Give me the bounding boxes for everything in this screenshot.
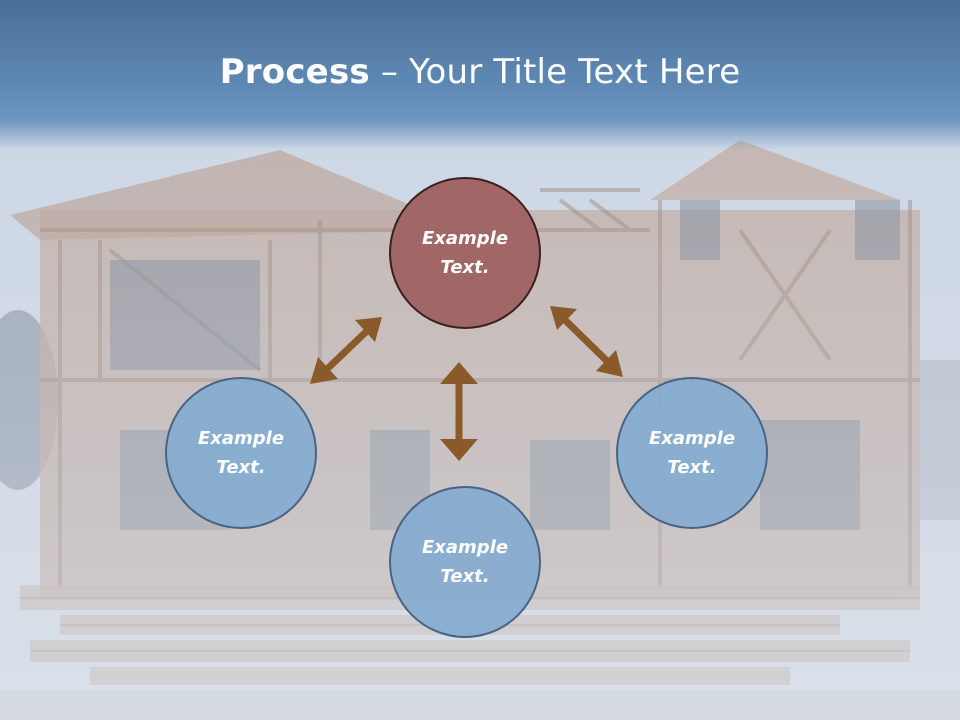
- arrow-center-to-bottom: [440, 362, 478, 461]
- node-right-line2: Text.: [667, 457, 717, 478]
- arrow-center-to-left: [310, 317, 382, 384]
- title-band: [0, 0, 960, 150]
- slide-title: Process – Your Title Text Here: [0, 52, 960, 92]
- node-left-line2: Text.: [216, 457, 266, 478]
- node-left-line1: Example: [197, 428, 285, 449]
- node-center-line1: Example: [421, 228, 509, 249]
- title-subtext: – Your Title Text Here: [369, 52, 741, 92]
- node-center-line2: Text.: [440, 257, 490, 278]
- title-bold-word: Process: [219, 52, 370, 92]
- node-right-line1: Example: [648, 428, 736, 449]
- node-bottom-line2: Text.: [440, 566, 490, 587]
- arrow-center-to-right: [550, 306, 623, 377]
- node-bottom-line1: Example: [421, 537, 509, 558]
